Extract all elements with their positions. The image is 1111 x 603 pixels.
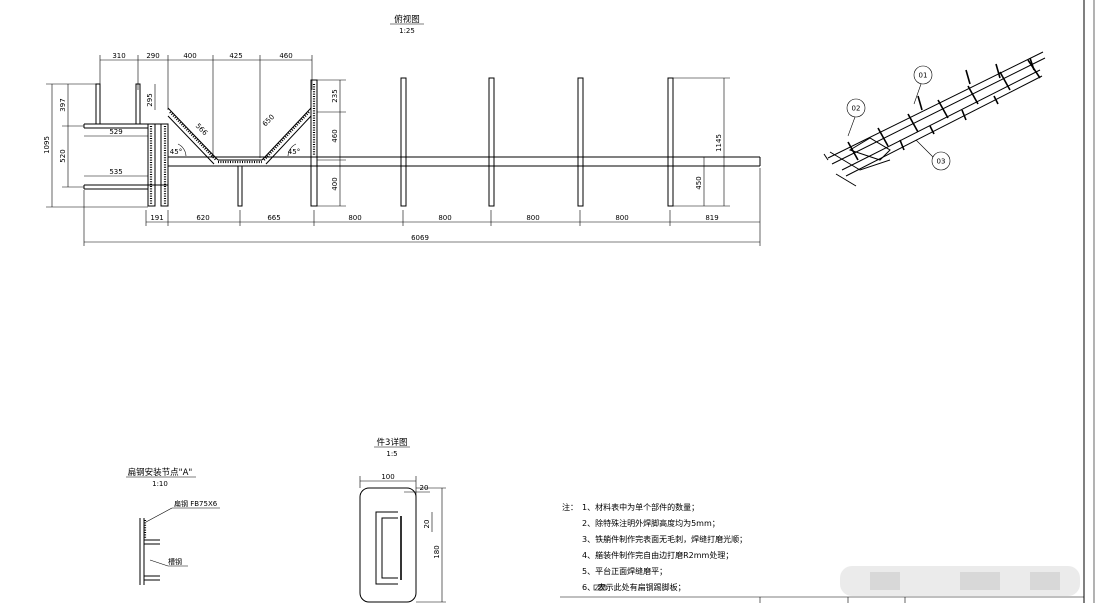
- dim-1095: 1095: [43, 136, 51, 154]
- balloon-02: 02: [846, 98, 866, 137]
- far-right-dimensions: 1145 450: [672, 77, 730, 207]
- top-view-title: 俯视图: [394, 14, 420, 25]
- part3-detail: 件3详图 1:5 100 20 20 180: [359, 437, 446, 603]
- dim-800-b: 800: [438, 214, 451, 222]
- part3-dim-180: 180: [433, 545, 441, 558]
- angle-dimensions: 566 650 45° 45°: [170, 113, 300, 157]
- isometric-view: 01 02 03: [823, 51, 1046, 187]
- note-2: 2、除特殊注明外焊脚高度均为5mm；: [582, 518, 720, 528]
- dim-620: 620: [196, 214, 209, 222]
- dim-400: 400: [183, 52, 196, 60]
- dim-6069: 6069: [411, 234, 429, 242]
- node-a-detail: 扁钢安装节点"A" 1:10 扁钢 FB75X6 槽钢: [126, 467, 220, 585]
- mid-dimensions: 235 460 400: [317, 79, 346, 207]
- part3-dim-20b: 20: [423, 520, 431, 529]
- watermark: [840, 566, 1080, 596]
- top-view: 俯视图 1:25: [43, 14, 761, 246]
- balloon-01: 01: [913, 65, 933, 105]
- dim-235: 235: [331, 89, 339, 102]
- dim-290: 290: [146, 52, 159, 60]
- dim-425: 425: [229, 52, 242, 60]
- dim-460-v: 460: [331, 129, 339, 142]
- dim-529: 529: [109, 128, 122, 136]
- dim-665: 665: [267, 214, 280, 222]
- note-3: 3、铁艄件制作完表面无毛刺，焊缝打磨光顺；: [582, 534, 747, 544]
- node-a-scale: 1:10: [152, 480, 168, 488]
- dim-400-v: 400: [331, 177, 339, 190]
- part3-title: 件3详图: [377, 437, 408, 448]
- left-frame: [83, 83, 169, 207]
- main-beam: [168, 156, 761, 167]
- node-a-channel-label: 槽钢: [168, 557, 182, 566]
- part3-dim-100: 100: [381, 473, 394, 481]
- beam-posts: [400, 77, 674, 207]
- dim-520: 520: [59, 149, 67, 162]
- note-5: 5、平台正面焊缝磨平；: [582, 566, 667, 576]
- dim-535: 535: [109, 168, 122, 176]
- dim-650: 650: [261, 113, 276, 128]
- dim-800-c: 800: [526, 214, 539, 222]
- note-6: 6、 表示此处有扁钢踢脚板；: [582, 582, 686, 592]
- dim-295: 295: [146, 93, 154, 106]
- note-1: 1、材料表中为单个部件的数量；: [582, 502, 699, 512]
- balloon-03: 03: [915, 139, 951, 171]
- dim-310: 310: [112, 52, 125, 60]
- kick-plate-symbol: [593, 584, 607, 591]
- top-view-scale: 1:25: [399, 27, 415, 35]
- dim-460: 460: [279, 52, 292, 60]
- dim-191: 191: [150, 214, 163, 222]
- dim-397: 397: [59, 98, 67, 111]
- dim-800-a: 800: [348, 214, 361, 222]
- part3-scale: 1:5: [386, 450, 397, 458]
- angle-right: 45°: [288, 148, 300, 156]
- angle-left: 45°: [170, 148, 182, 156]
- bottom-dimensions: 191 620 665 800 800 800 800 819 6069: [83, 168, 761, 246]
- node-a-flat-bar-label: 扁钢 FB75X6: [174, 499, 218, 508]
- balloon-02-label: 02: [852, 105, 861, 113]
- sheet-frame: [560, 0, 1095, 603]
- note-4: 4、艏装件制作完自由边打磨R2mm处理；: [582, 550, 733, 560]
- balloon-03-label: 03: [937, 158, 946, 166]
- left-dimensions: 1095 397 520 295 529 535: [43, 83, 156, 208]
- v-section: [167, 79, 318, 207]
- dim-800-d: 800: [615, 214, 628, 222]
- node-a-title: 扁钢安装节点"A": [128, 467, 193, 478]
- dim-450: 450: [695, 176, 703, 189]
- balloon-01-label: 01: [919, 72, 928, 80]
- dim-819: 819: [705, 214, 718, 222]
- dim-1145: 1145: [715, 134, 723, 152]
- notes-prefix: 注：: [562, 502, 578, 512]
- top-dimensions: 310 290 400 425 460: [99, 52, 313, 158]
- dim-566: 566: [194, 122, 209, 137]
- notes: 注： 1、材料表中为单个部件的数量； 2、除特殊注明外焊脚高度均为5mm； 3、…: [562, 502, 747, 592]
